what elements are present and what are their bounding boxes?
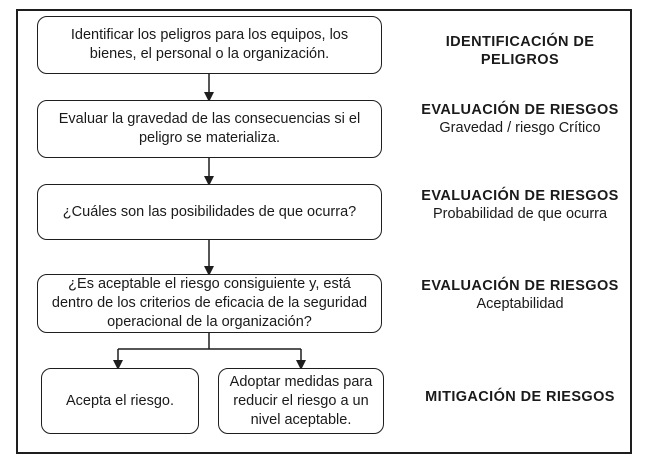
stage-label-title: EVALUACIÓN DE RIESGOS	[421, 278, 619, 294]
stage-label-title: IDENTIFICACIÓN DE PELIGROS	[445, 34, 595, 68]
diagram-frame	[16, 9, 632, 454]
step-assess-acceptability: ¿Es aceptable el riesgo consiguiente y, …	[37, 274, 382, 333]
stage-label-subtitle: Aceptabilidad	[476, 296, 564, 312]
stage-label-likelihood: EVALUACIÓN DE RIESGOS Probabilidad de qu…	[410, 187, 630, 223]
step-assess-likelihood: ¿Cuáles son las posibilidades de que ocu…	[37, 184, 382, 240]
stage-label-acceptability: EVALUACIÓN DE RIESGOS Aceptabilidad	[410, 277, 630, 313]
stage-label-identification: IDENTIFICACIÓN DE PELIGROS	[410, 33, 630, 69]
outcome-mitigate-risk: Adoptar medidas para reducir el riesgo a…	[218, 368, 384, 434]
stage-label-severity: EVALUACIÓN DE RIESGOS Gravedad / riesgo …	[410, 101, 630, 137]
step-identify-hazards: Identificar los peligros para los equipo…	[37, 16, 382, 74]
stage-label-subtitle: Probabilidad de que ocurra	[432, 206, 608, 222]
stage-label-mitigation: MITIGACIÓN DE RIESGOS	[410, 388, 630, 406]
step-assess-severity: Evaluar la gravedad de las consecuencias…	[37, 100, 382, 158]
stage-label-subtitle: Gravedad / riesgo Crítico	[439, 120, 601, 136]
stage-label-title: EVALUACIÓN DE RIESGOS	[421, 188, 619, 204]
outcome-accept-risk: Acepta el riesgo.	[41, 368, 199, 434]
stage-label-title: EVALUACIÓN DE RIESGOS	[421, 102, 619, 118]
stage-label-title: MITIGACIÓN DE RIESGOS	[425, 389, 615, 405]
